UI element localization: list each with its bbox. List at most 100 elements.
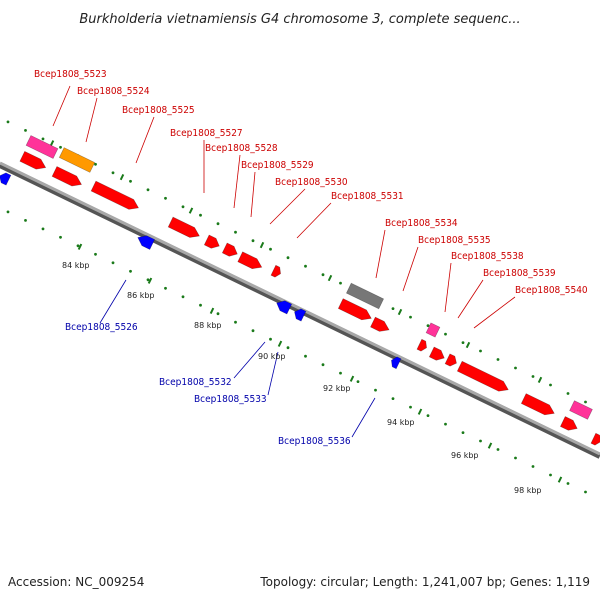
tick-dot [549,383,552,387]
tick-dot [129,269,132,273]
leader-line [444,262,452,313]
tick-dot [269,247,272,251]
leader-line [250,171,256,218]
gene-label: Bcep1808_5530 [275,177,348,188]
leader-line [233,341,266,379]
gene-arrow [137,235,155,250]
leader-line [296,202,332,239]
tick-dot [111,171,115,175]
scale-label: 88 kbp [194,321,222,330]
tick-dot [444,332,447,336]
tick-dot [164,286,167,290]
gene-arrow [51,166,82,187]
major-tick [397,308,403,316]
tick-dot [496,358,500,361]
leader-line [351,397,376,438]
leader-line [52,85,71,127]
gene-arrow [25,135,59,159]
gene-label: Bcep1808_5533 [194,394,267,405]
tick-dot [321,273,325,277]
tick-dot [41,227,45,231]
tick-dot [514,366,517,370]
tick-dot [409,405,412,409]
tick-dot [531,375,535,378]
gene-arrow [203,234,220,249]
tick-dot [216,312,220,316]
gene-arrow [569,400,593,420]
gene-label: Bcep1808_5538 [451,251,524,262]
accession-text: Accession: NC_009254 [8,575,144,589]
leader-line [135,116,155,164]
tick-dot [216,222,220,226]
tick-dot [59,235,62,239]
tick-dot [251,239,255,243]
tick-dot [549,473,552,477]
gene-label: Bcep1808_5532 [159,377,232,388]
tick-dot [76,244,80,248]
scale-label: 90 kbp [258,352,286,361]
gene-arrow [337,298,372,321]
tick-dot [6,120,10,124]
backbone-line [0,161,600,456]
tick-dot [304,264,307,268]
gene-arrow [167,216,200,238]
tick-dot [269,337,272,341]
tick-dot [426,324,430,327]
gene-arrow [221,242,238,257]
tick-dot [339,371,342,375]
tick-dot [181,205,185,209]
scale-label: 94 kbp [387,418,415,427]
tick-dot [479,349,482,353]
leader-line [473,296,516,329]
tick-dot [584,400,587,404]
tick-dot [426,414,430,417]
gene-arrow [276,300,293,315]
gene-label: Bcep1808_5535 [418,235,491,246]
leader-line [269,188,306,225]
tick-dot [111,261,115,265]
gene-arrow [560,416,578,431]
major-tick [259,241,265,249]
tick-dot [59,145,62,149]
tick-marks [6,120,587,494]
major-tick [119,174,125,181]
tick-dot [391,307,395,310]
gene-arrow [428,346,445,361]
gene-label: Bcep1808_5529 [241,160,314,171]
tick-dot [286,346,290,350]
scale-label: 96 kbp [451,451,479,460]
tick-dot [199,213,202,217]
tick-dot [304,354,307,358]
tick-dot [6,210,10,214]
major-tick [557,476,563,483]
tick-dot [164,196,167,200]
leader-line [233,154,241,209]
major-tick [417,408,423,415]
tick-dot [496,448,500,451]
gene-arrow [425,322,441,338]
tick-dot [374,388,377,392]
tick-dot [94,162,97,166]
tick-dot [339,281,342,285]
tick-dot [321,363,325,367]
tick-dot [391,397,395,400]
map-title: Burkholderia vietnamiensis G4 chromosome… [79,12,520,27]
gene-label: Bcep1808_5528 [205,143,278,154]
gene-arrow [444,353,457,367]
gene-arrow [456,360,509,392]
gene-label: Bcep1808_5539 [483,268,556,279]
tick-dot [234,320,237,324]
tick-dot [129,179,132,183]
gene-label: Bcep1808_5536 [278,436,351,447]
tick-dot [514,456,517,460]
tick-dot [566,392,570,395]
scale-label: 92 kbp [323,384,351,393]
gene-arrow [237,251,263,270]
gene-label: Bcep1808_5525 [122,105,195,116]
tick-dot [94,252,97,256]
tick-dot [24,129,27,132]
gene-arrow [294,308,307,322]
gene-arrow [270,264,281,278]
gene-label: Bcep1808_5534 [385,218,458,229]
